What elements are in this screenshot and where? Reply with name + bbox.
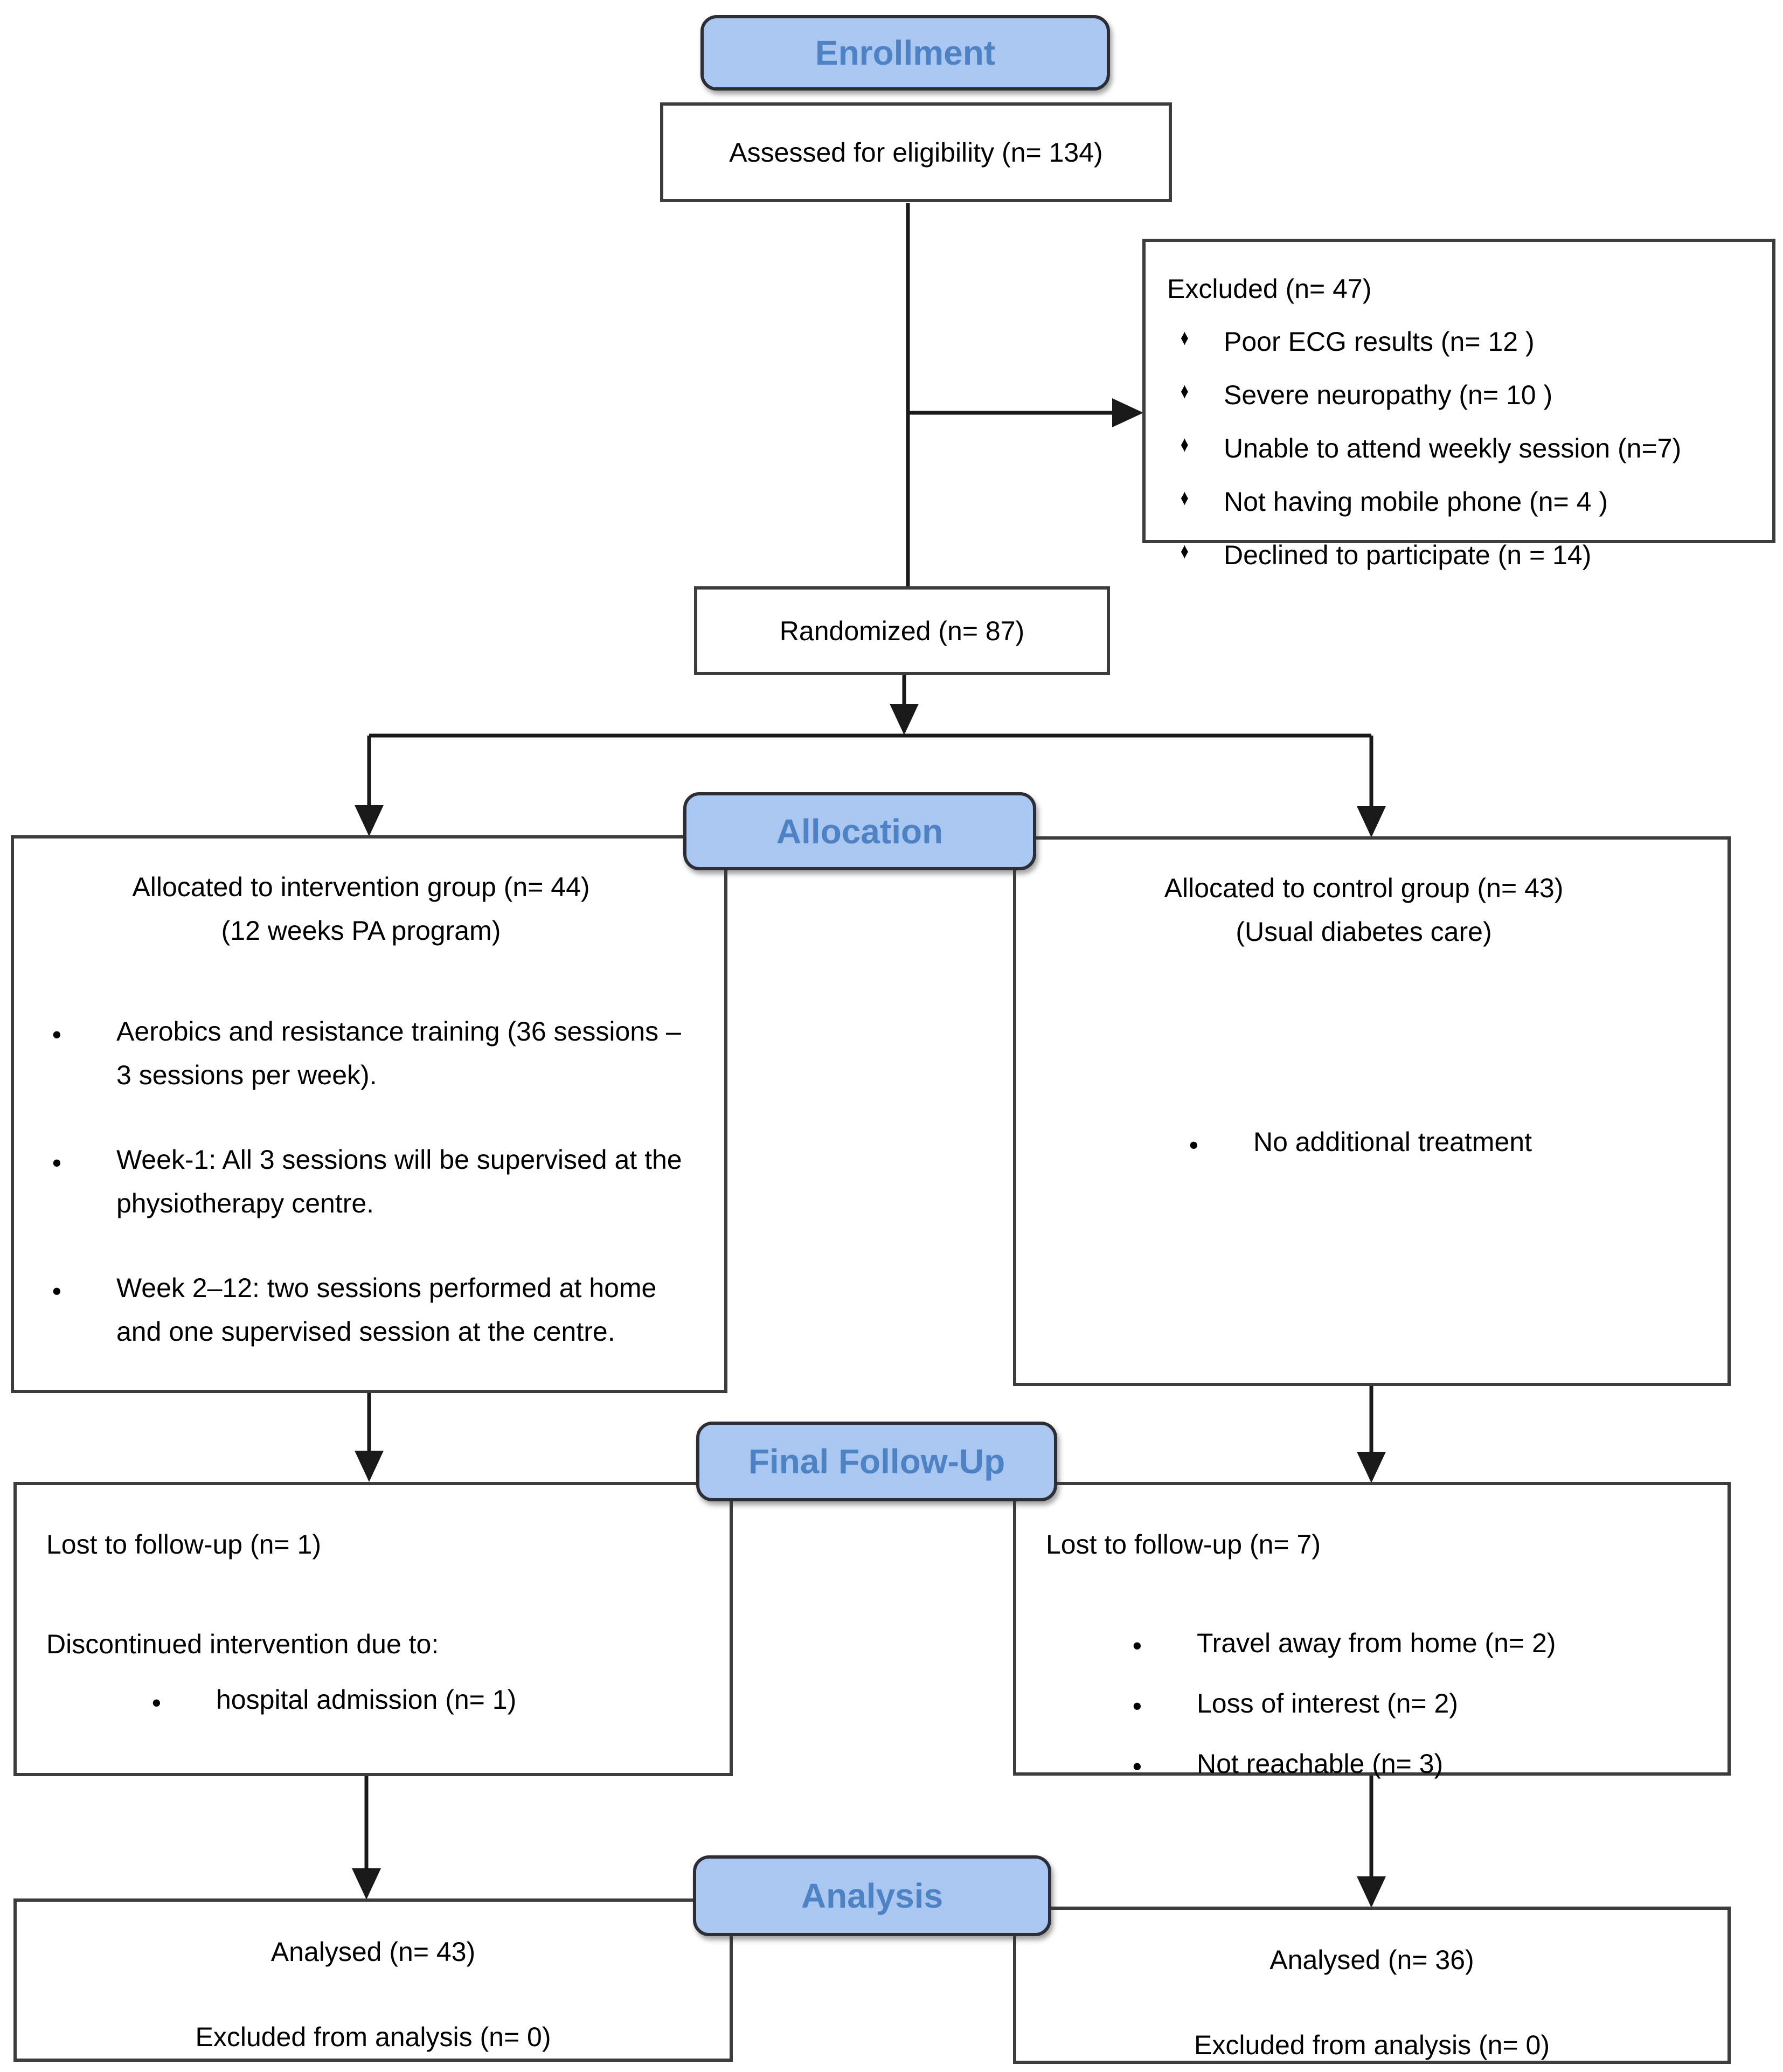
excluded-title: Excluded (n= 47) [1167,274,1372,304]
stage-allocation-label: Allocation [776,812,943,851]
stage-analysis-label: Analysis [801,1876,943,1915]
intervention-allocation-subtitle: (12 weeks PA program) [221,916,501,946]
intervention-allocation-bullet: Week 2–12: two sessions performed at hom… [36,1266,686,1354]
control-followup-bullets: Travel away from home (n= 2) Loss of int… [1046,1627,1701,1782]
assessed-text: Assessed for eligibility (n= 134) [729,137,1103,168]
stage-final-followup-label: Final Follow-Up [748,1442,1005,1481]
excluded-item: Declined to participate (n = 14) [1167,536,1756,574]
intervention-allocation-box: Allocated to intervention group (n= 44) … [11,835,727,1393]
excluded-list: Poor ECG results (n= 12 ) Severe neuropa… [1167,323,1756,574]
arrowhead-excluded [1112,398,1143,427]
stage-enrollment-label: Enrollment [815,33,996,72]
excluded-box: Excluded (n= 47) Poor ECG results (n= 12… [1142,239,1775,570]
control-allocation-bullets: No additional treatment [1038,1120,1690,1166]
arrowhead-intervention-analysis [352,1868,381,1900]
intervention-allocation-title: Allocated to intervention group (n= 44) [132,872,590,902]
stage-analysis: Analysis [693,1855,1051,1936]
control-followup-box: Lost to follow-up (n= 7) Travel away fro… [1013,1482,1731,1782]
stage-enrollment: Enrollment [700,15,1110,91]
arrowhead-control-followup [1357,1452,1386,1483]
control-analysis-box: Analysed (n= 36) Excluded from analysis … [1013,1907,1731,2064]
control-followup-bullet: Loss of interest (n= 2) [1116,1687,1701,1722]
intervention-analysed-text: Analysed (n= 43) [270,1937,476,1967]
arrowhead-intervention-followup [355,1451,384,1482]
control-allocation-bullet: No additional treatment [1173,1120,1690,1166]
control-analysed-text: Analysed (n= 36) [1269,1945,1474,1975]
excluded-item: Poor ECG results (n= 12 ) [1167,323,1756,361]
randomized-text: Randomized (n= 87) [779,615,1025,646]
assessed-box: Assessed for eligibility (n= 134) [660,102,1172,202]
stage-final-followup: Final Follow-Up [696,1422,1057,1501]
intervention-followup-bullets: hospital admission (n= 1) [46,1678,703,1724]
intervention-allocation-bullet: Week-1: All 3 sessions will be supervise… [36,1138,686,1225]
control-lost-text: Lost to follow-up (n= 7) [1046,1529,1321,1560]
intervention-allocation-bullets: Aerobics and resistance training (36 ses… [36,1010,686,1354]
control-allocation-subtitle: (Usual diabetes care) [1236,917,1492,947]
intervention-lost-text: Lost to follow-up (n= 1) [46,1529,321,1560]
arrowhead-branch [890,704,919,735]
excluded-item: Severe neuropathy (n= 10 ) [1167,376,1756,414]
control-followup-bullet: Travel away from home (n= 2) [1116,1627,1701,1661]
intervention-analysis-box: Analysed (n= 43) Excluded from analysis … [13,1898,733,2062]
excluded-item: Unable to attend weekly session (n=7) [1167,429,1756,468]
intervention-followup-box: Lost to follow-up (n= 1) Discontinued in… [13,1482,733,1776]
intervention-allocation-bullet: Aerobics and resistance training (36 ses… [36,1010,686,1097]
stage-allocation: Allocation [683,792,1036,870]
intervention-excluded-analysis-text: Excluded from analysis (n= 0) [195,2022,551,2052]
arrowhead-intervention-top [355,805,384,836]
excluded-item: Not having mobile phone (n= 4 ) [1167,483,1756,521]
intervention-discontinued-text: Discontinued intervention due to: [46,1629,439,1659]
control-excluded-analysis-text: Excluded from analysis (n= 0) [1194,2030,1550,2060]
control-followup-bullet: Not reachable (n= 3) [1116,1748,1701,1782]
randomized-box: Randomized (n= 87) [694,586,1110,675]
control-allocation-box: Allocated to control group (n= 43) (Usua… [1013,836,1731,1386]
arrowhead-control-analysis [1357,1876,1386,1908]
arrowhead-control-top [1357,806,1386,837]
control-allocation-title: Allocated to control group (n= 43) [1164,873,1564,903]
intervention-followup-bullet: hospital admission (n= 1) [135,1678,703,1724]
